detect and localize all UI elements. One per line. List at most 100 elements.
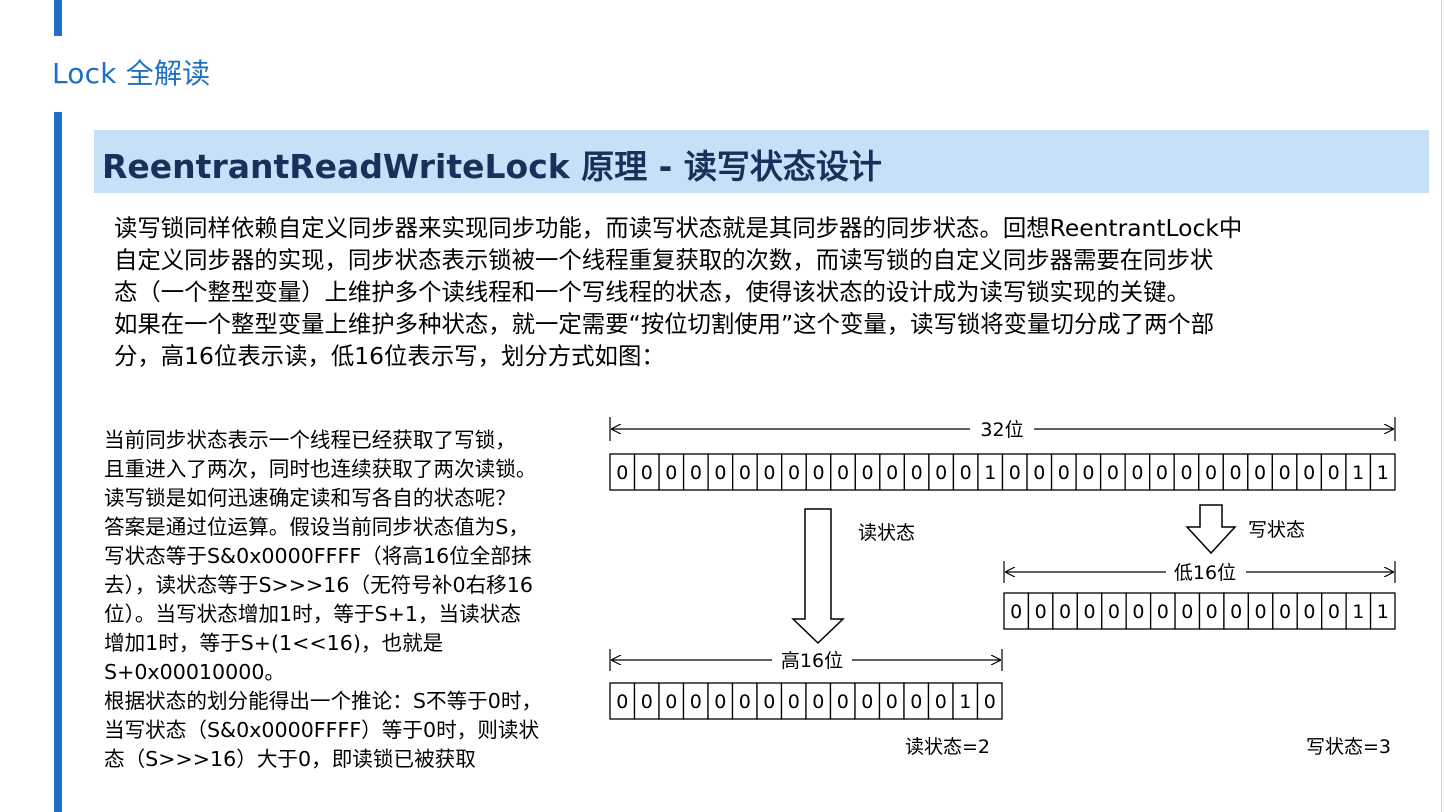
high-bit-cell (878, 682, 905, 720)
full-bit-value: 0 (690, 462, 702, 484)
low-bit-cell (1003, 592, 1030, 630)
full-bit-value: 0 (1328, 462, 1340, 484)
full-bit-value: 0 (763, 462, 775, 484)
high-bit-value: 0 (788, 691, 800, 713)
full-bit-value: 0 (1230, 462, 1242, 484)
full-bit-cell (682, 453, 709, 491)
high-bits-dimension: 高16位 (609, 649, 1003, 672)
slide-edge-rule (1441, 0, 1442, 812)
full-bit-cell (1247, 453, 1273, 491)
full-bit-value: 0 (1033, 462, 1045, 484)
full-bit-value: 0 (616, 462, 628, 484)
high-bit-cell (658, 682, 685, 720)
full-bit-value: 1 (1377, 462, 1389, 484)
full-bit-cell (903, 453, 930, 491)
low-bit-cell (1149, 592, 1176, 630)
write-arrow-label: 写状态 (1248, 519, 1305, 541)
full-bit-value: 0 (862, 462, 874, 484)
low-bit-cell (1345, 592, 1372, 630)
explanation-line: 写状态等于S&0x0000FFFF（将高16位全部抹 (104, 544, 532, 568)
high-bit-value: 0 (714, 691, 726, 713)
full-bit-cell (854, 453, 881, 491)
high-bit-value: 0 (641, 691, 653, 713)
explanation-line: 当写状态（S&0x0000FFFF）等于0时，则读状 (104, 718, 540, 742)
high-bit-value: 0 (886, 691, 898, 713)
high-bit-value: 0 (861, 691, 873, 713)
full-bit-cell (1099, 453, 1126, 491)
low-bit-value: 0 (1083, 601, 1095, 623)
intro-line: 读写锁同样依赖自定义同步器来实现同步功能，而读写状态就是其同步器的同步状态。回想… (114, 214, 1243, 242)
low-bit-value: 0 (1230, 601, 1242, 623)
low-bit-value: 0 (1157, 601, 1169, 623)
intro-line: 如果在一个整型变量上维护多种状态，就一定需要“按位切割使用”这个变量，读写锁将变… (114, 310, 1215, 338)
full-bit-value: 0 (1303, 462, 1315, 484)
low-bit-value: 1 (1377, 601, 1389, 623)
page-title: Lock 全解读 (52, 57, 211, 90)
full-bit-value: 0 (739, 462, 751, 484)
low-bit-cell (1125, 592, 1152, 630)
full-bit-value: 0 (1156, 462, 1168, 484)
low-bit-cell (1321, 592, 1347, 630)
low-bits-dimension: 低16位 (1003, 561, 1396, 584)
read-state-arrow: 读状态 (791, 508, 915, 645)
high-bit-cell (976, 682, 1003, 720)
intro-line: 分，高16位表示读，低16位表示写，划分方式如图： (114, 342, 665, 370)
full-bit-cell (1173, 453, 1200, 491)
high-bit-cell (829, 682, 856, 720)
full-bit-value: 0 (960, 462, 972, 484)
low-bit-value: 0 (1035, 601, 1047, 623)
explanation-line: 当前同步状态表示一个线程已经获取了写锁， (104, 428, 516, 452)
full-width-label: 32位 (980, 419, 1023, 441)
low-bit-cell (1247, 592, 1274, 630)
full-bit-value: 0 (1279, 462, 1291, 484)
read-state-result: 读状态=2 (905, 736, 990, 758)
low-bit-value: 0 (1059, 601, 1071, 623)
full-bit-cell (633, 453, 660, 491)
low-bit-value: 0 (1181, 601, 1193, 623)
full-bit-value: 0 (1009, 462, 1021, 484)
full-bit-cell (1369, 453, 1396, 491)
low-bit-value: 0 (1303, 601, 1315, 623)
high-bit-cell (756, 682, 783, 720)
intro-line: 态（一个整型变量）上维护多个读线程和一个写线程的状态，使得该状态的设计成为读写锁… (114, 278, 1190, 306)
full-bit-value: 0 (1107, 462, 1119, 484)
full-bit-value: 0 (1205, 462, 1217, 484)
low-bit-value: 0 (1108, 601, 1120, 623)
high-bit-cell (854, 682, 881, 720)
full-bit-value: 0 (1180, 462, 1192, 484)
high-bit-value: 0 (616, 691, 628, 713)
write-state-arrow: 写状态 (1185, 504, 1305, 555)
explanation-line: 态（S>>>16）大于0，即读锁已被获取 (104, 747, 476, 771)
high-bit-cell (903, 682, 930, 720)
full-bit-value: 0 (837, 462, 849, 484)
full-bit-value: 1 (1352, 462, 1364, 484)
high-bit-value: 0 (935, 691, 947, 713)
top-accent-bar (54, 0, 62, 36)
high-bit-value: 0 (665, 691, 677, 713)
explanation-line: 且重进入了两次，同时也连续获取了两次读锁。 (104, 457, 537, 481)
intro-paragraph: 读写锁同样依赖自定义同步器来实现同步功能，而读写状态就是其同步器的同步状态。回想… (114, 212, 1404, 372)
high-bit-value: 1 (959, 691, 971, 713)
high-bit-value: 0 (739, 691, 751, 713)
low-bit-cell (1174, 592, 1201, 630)
full-bit-value: 1 (984, 462, 996, 484)
low-bit-value: 0 (1279, 601, 1291, 623)
full-bit-value: 0 (1082, 462, 1094, 484)
full-bit-value: 0 (714, 462, 726, 484)
explanation-line: 位）。当写状态增加1时，等于S+1，当读状态 (104, 602, 521, 626)
low-bit-cell (1369, 592, 1396, 630)
low-bit-cell (1272, 592, 1298, 630)
full-bit-value: 0 (665, 462, 677, 484)
full-bit-value: 0 (788, 462, 800, 484)
high-bit-value: 0 (812, 691, 824, 713)
full-bit-value: 0 (1254, 462, 1266, 484)
explanation-line: 增加1时，等于S+(1<<16)，也就是 (104, 631, 444, 655)
full-bit-cell (830, 453, 856, 491)
full-bit-cell (1271, 453, 1298, 491)
full-bit-value: 0 (886, 462, 898, 484)
full-bit-cell (1050, 453, 1077, 491)
high-bit-value: 0 (763, 691, 775, 713)
